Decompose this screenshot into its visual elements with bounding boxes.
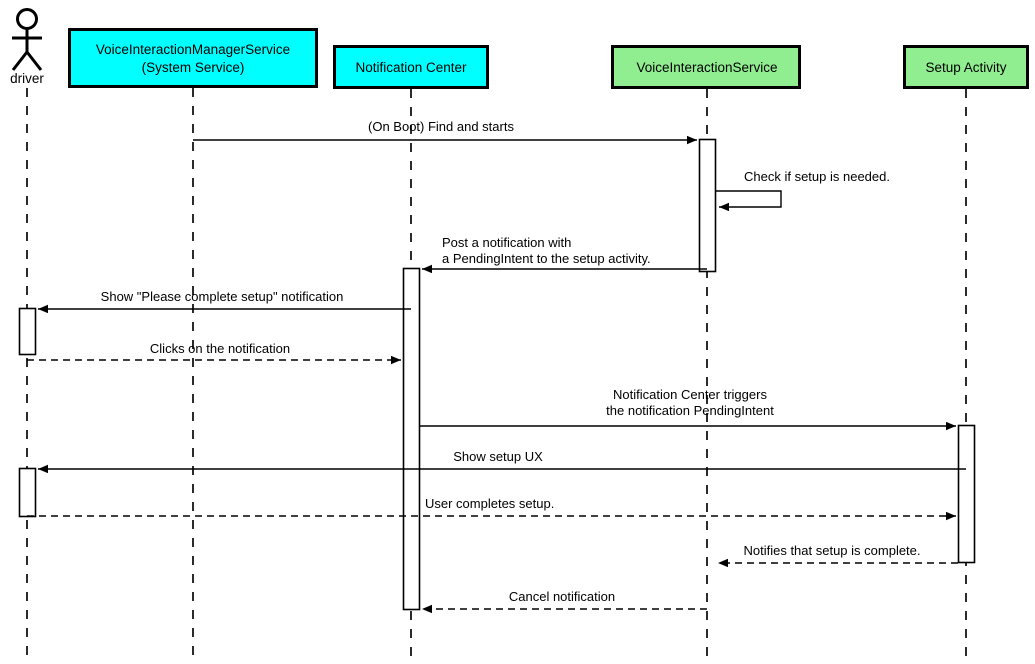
activation-bar-setup-activity [957,424,976,564]
activation-bar-driver-second [18,467,37,518]
participant-label-notification-center: Notification Center [355,60,467,75]
message-self-loop-check-setup [716,190,782,212]
participant-label-vims-line2: (System Service) [142,60,245,75]
message-on-boot-find-and-starts[interactable]: (On Boot) Find and starts [193,119,697,145]
message-notification-center-triggers-pendingintent[interactable]: Notification Center triggers the notific… [420,387,956,431]
activation-bars-group [18,138,976,611]
participant-label-vims-line1: VoiceInteractionManagerService [96,42,290,57]
participant-voiceinteractionmanagerservice[interactable]: VoiceInteractionManagerService (System S… [68,28,318,88]
participant-box-vis [611,45,801,89]
message-label-trigger-pending-intent-line1: Notification Center triggers [613,387,767,402]
participant-label-vis: VoiceInteractionService [636,60,777,75]
actor-leg-left-icon [11,51,29,71]
message-post-notification[interactable]: Post a notification with a PendingIntent… [422,235,707,274]
activation-bar-driver-first [18,307,37,356]
participant-voiceinteractionservice[interactable]: VoiceInteractionService [611,45,801,89]
participant-setup-activity[interactable]: Setup Activity [903,45,1029,89]
message-cancel-notification[interactable]: Cancel notification [422,589,707,614]
message-show-please-complete-setup-notification[interactable]: Show "Please complete setup" notificatio… [38,289,411,314]
message-label-user-completes-setup: User completes setup. [425,496,554,511]
actor-label-driver: driver [10,71,44,86]
message-label-clicks-notification: Clicks on the notification [150,341,290,356]
actor-head-icon [16,8,38,30]
message-label-notifies-setup-complete: Notifies that setup is complete. [743,543,920,558]
message-notifies-setup-complete[interactable]: Notifies that setup is complete. [718,543,958,568]
message-label-on-boot: (On Boot) Find and starts [368,119,514,134]
participant-notification-center[interactable]: Notification Center [333,45,489,89]
activation-bar-voiceinteractionservice [698,138,717,273]
activation-bar-notification-center [402,267,421,611]
message-label-post-notification-line1: Post a notification with [442,235,571,250]
participant-box-setup-activity [903,45,1029,89]
message-label-trigger-pending-intent-line2: the notification PendingIntent [606,403,774,418]
message-label-show-notification: Show "Please complete setup" notificatio… [101,289,344,304]
actor-leg-right-icon [25,51,43,71]
message-user-completes-setup[interactable]: User completes setup. [27,496,956,521]
participant-label-setup-activity: Setup Activity [925,60,1006,75]
message-check-if-setup-is-needed[interactable]: Check if setup is needed. [716,169,890,212]
participant-driver[interactable]: driver [10,8,44,87]
message-clicks-on-the-notification[interactable]: Clicks on the notification [27,341,401,365]
message-show-setup-ux[interactable]: Show setup UX [38,449,966,474]
participant-box-vims [68,28,318,88]
message-label-cancel-notification: Cancel notification [509,589,615,604]
message-label-show-setup-ux: Show setup UX [453,449,543,464]
message-label-check-setup: Check if setup is needed. [744,169,890,184]
participant-box-notification-center [333,45,489,89]
message-label-post-notification-line2: a PendingIntent to the setup activity. [442,251,651,266]
